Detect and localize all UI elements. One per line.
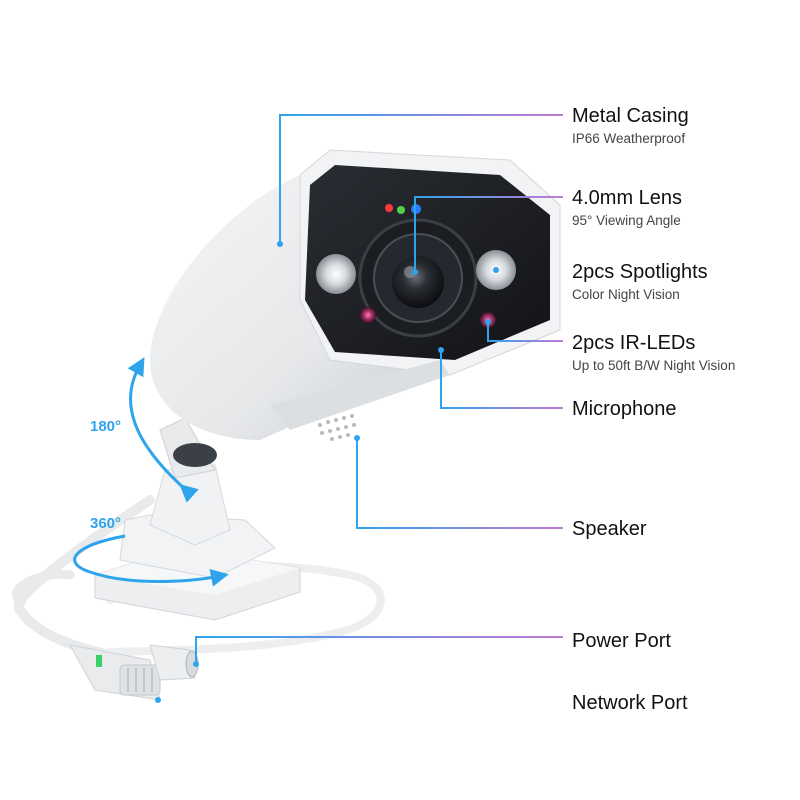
callout-lens <box>414 196 563 272</box>
callout-ir-leds <box>487 322 563 342</box>
feature-title: 2pcs IR-LEDs <box>572 332 696 354</box>
feature-subtitle: 95° Viewing Angle <box>572 213 681 228</box>
feature-ir-leds: 2pcs IR-LEDs Up to 50ft B/W Night Vision <box>572 333 735 373</box>
feature-microphone: Microphone <box>572 399 677 419</box>
callout-metal-casing <box>279 114 563 244</box>
feature-speaker: Speaker <box>572 519 647 539</box>
status-led-red <box>385 204 393 212</box>
feature-lens: 4.0mm Lens 95° Viewing Angle <box>572 188 682 228</box>
callout-speaker <box>356 438 563 529</box>
feature-power-port: Power Port <box>572 631 671 651</box>
feature-subtitle: Up to 50ft B/W Night Vision <box>572 358 736 373</box>
network-connector <box>69 644 161 701</box>
tilt-angle-label: 180° <box>90 418 122 435</box>
status-led-green <box>397 206 405 214</box>
ir-led-left <box>360 307 376 323</box>
pan-rotation-arrow <box>73 534 229 587</box>
spotlight-left <box>316 254 356 294</box>
feature-title: Speaker <box>572 518 647 540</box>
feature-title: Metal Casing <box>572 105 689 127</box>
speaker-grille <box>318 414 356 441</box>
feature-metal-casing: Metal Casing IP66 Weatherproof <box>572 106 689 146</box>
feature-spotlights: 2pcs Spotlights Color Night Vision <box>572 262 708 302</box>
callout-power-port <box>195 636 563 664</box>
feature-title: 4.0mm Lens <box>572 187 683 209</box>
tilt-rotation-arrow <box>127 357 199 503</box>
feature-subtitle: Color Night Vision <box>572 287 680 302</box>
callout-lines <box>158 114 563 701</box>
lens <box>392 256 444 308</box>
callout-microphone <box>440 350 563 409</box>
pan-angle-label: 360° <box>90 515 122 532</box>
feature-title: 2pcs Spotlights <box>572 261 708 283</box>
feature-title: Power Port <box>572 630 671 652</box>
camera-front <box>305 165 550 360</box>
feature-title: Microphone <box>572 398 677 420</box>
feature-subtitle: IP66 Weatherproof <box>572 131 686 146</box>
feature-title: Network Port <box>572 692 688 714</box>
callout-dots <box>155 241 499 703</box>
feature-network-port: Network Port <box>572 693 688 713</box>
